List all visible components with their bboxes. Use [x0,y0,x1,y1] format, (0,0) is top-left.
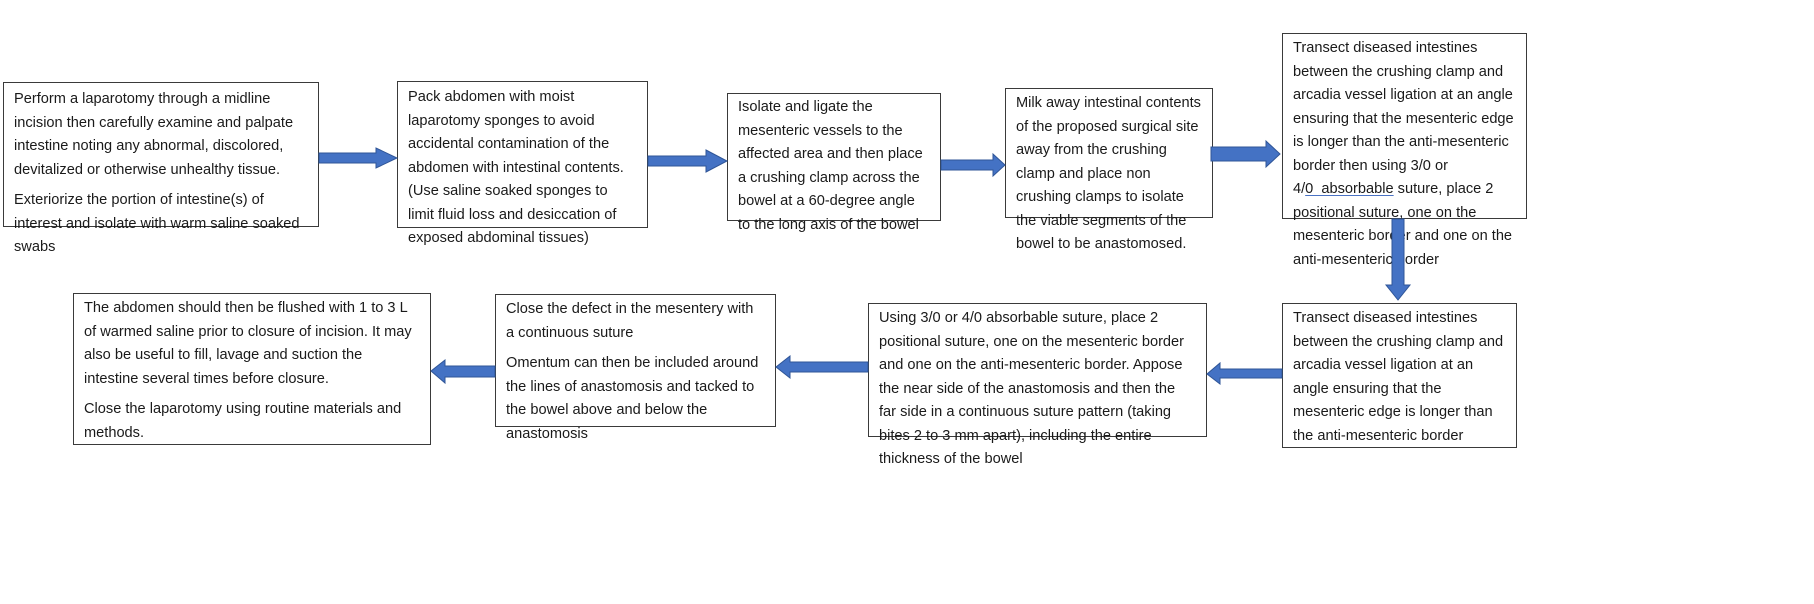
step-3-box: Isolate and ligate the mesenteric vessel… [727,93,941,233]
step-8-text-1: Close the defect in the mesentery with a… [506,301,754,341]
arrow-step4-to-step5 [1210,139,1281,169]
step-9-box: The abdomen should then be flushed with … [73,293,431,445]
step-1-text-1: Perform a laparotomy through a midline i… [14,91,294,178]
arrow-step6-to-step7 [1206,361,1283,386]
step-2-box: Pack abdomen with moist laparotomy spong… [397,81,648,246]
step-2-text: Pack abdomen with moist laparotomy spong… [408,89,624,246]
step-5-text-underlined: 0 absorbable [1305,181,1394,197]
step-4-box: Milk away intestinal contents of the pro… [1005,88,1213,252]
step-1-text-2: Exteriorize the portion of intestine(s) … [14,192,300,255]
step-6-text: Transect diseased intestines between the… [1293,310,1504,444]
step-4-text: Milk away intestinal contents of the pro… [1016,95,1201,252]
step-5-box: Transect diseased intestines between the… [1282,33,1527,268]
step-7-box: Using 3/0 or 4/0 absorbable suture, plac… [868,303,1207,467]
step-8-text-2: Omentum can then be included around the … [506,355,759,442]
step-8-box: Close the defect in the mesentery with a… [495,294,776,442]
step-9-text-2: Close the laparotomy using routine mater… [84,401,402,441]
step-7-text: Using 3/0 or 4/0 absorbable suture, plac… [879,310,1185,467]
arrow-step5-to-step6 [1384,218,1412,301]
step-9-text-1: The abdomen should then be flushed with … [84,300,412,387]
arrow-step2-to-step3 [647,149,729,173]
step-6-box: Transect diseased intestines between the… [1282,303,1517,448]
arrow-step8-to-step9 [430,358,496,385]
arrow-step3-to-step4 [940,152,1006,178]
arrow-step1-to-step2 [318,147,399,169]
arrow-step7-to-step8 [775,354,869,380]
step-1-box: Perform a laparotomy through a midline i… [3,82,319,255]
step-3-text: Isolate and ligate the mesenteric vessel… [738,99,923,233]
step-5-text-before: Transect diseased intestines between the… [1293,40,1514,197]
